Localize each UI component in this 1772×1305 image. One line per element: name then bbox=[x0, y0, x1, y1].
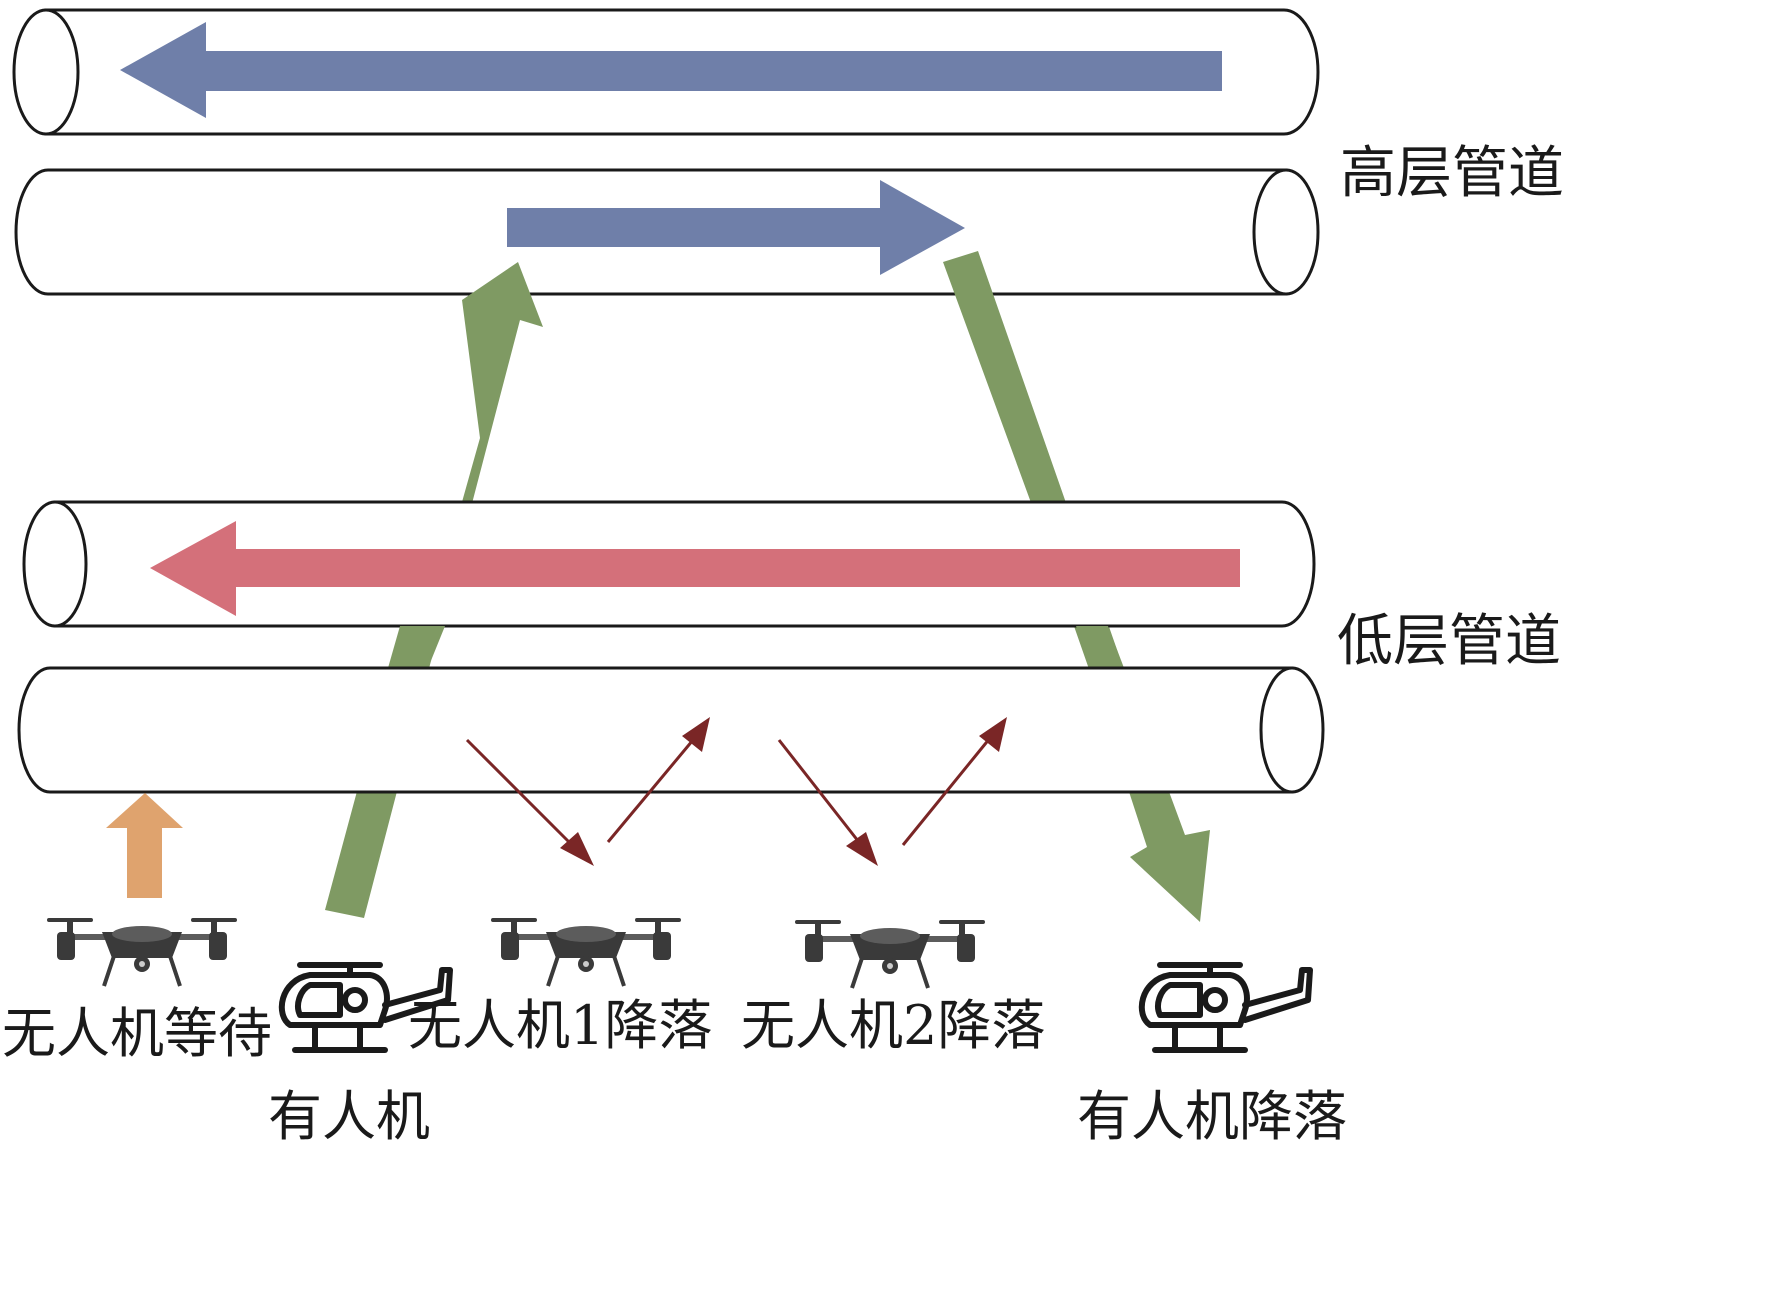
drone1-icon bbox=[489, 916, 683, 988]
drone-waiting-arrow bbox=[106, 793, 183, 898]
drone1-landing-label: 无人机1降落 bbox=[408, 994, 712, 1057]
low-pipe-bottom bbox=[17, 666, 1325, 794]
low-pipe-top-arrow bbox=[150, 521, 1240, 616]
manned-aircraft-label: 有人机 bbox=[268, 1085, 430, 1148]
drone2-icon bbox=[793, 918, 987, 990]
manned-ascent-arrow-gap bbox=[388, 626, 445, 668]
manned-landing-helicopter-icon bbox=[1142, 965, 1310, 1050]
drone2-landing-arrows bbox=[777, 717, 1007, 866]
drone2-landing-label: 无人机2降落 bbox=[741, 994, 1045, 1057]
drone-waiting-label: 无人机等待 bbox=[2, 1002, 272, 1065]
manned-landing-label: 有人机降落 bbox=[1077, 1085, 1347, 1148]
high-pipe-label: 高层管道 bbox=[1340, 141, 1564, 206]
high-pipe-bottom-arrow bbox=[507, 180, 965, 275]
drone-waiting-icon bbox=[45, 916, 239, 988]
low-pipe-label: 低层管道 bbox=[1337, 609, 1561, 674]
high-pipe-top-arrow bbox=[120, 22, 1222, 118]
drone1-landing-arrows bbox=[465, 717, 710, 866]
manned-descent-arrow-gap bbox=[1076, 626, 1124, 668]
